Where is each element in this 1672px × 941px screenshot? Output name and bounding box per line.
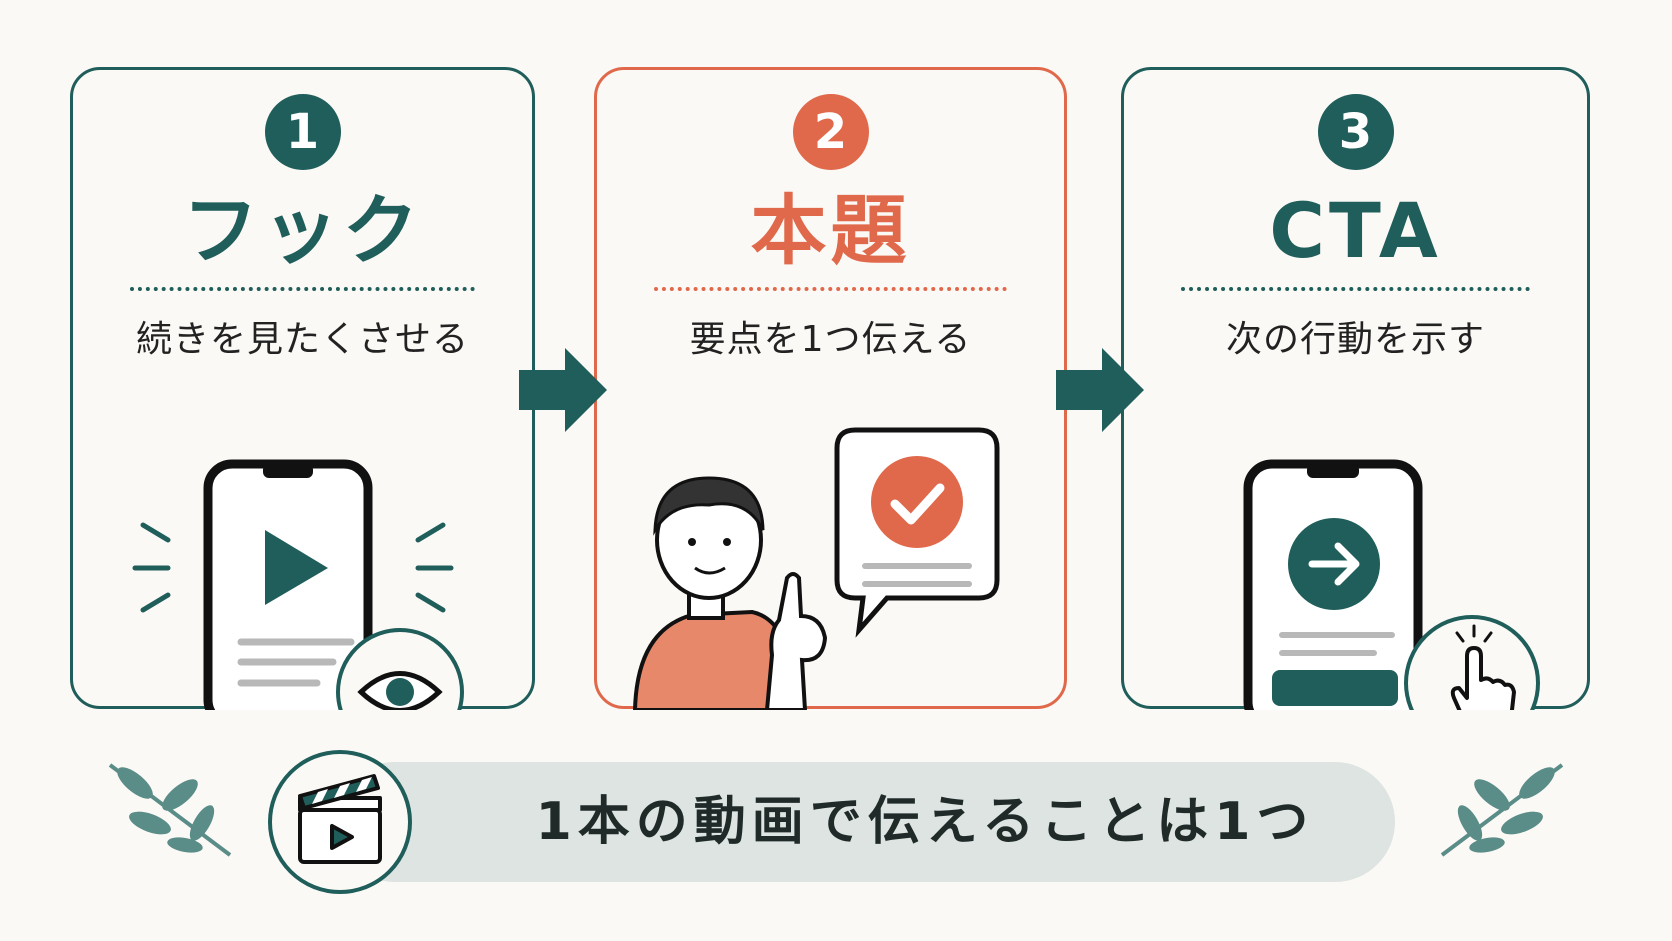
dotted-divider (1181, 287, 1530, 291)
step-card-main-topic: 2 本題 要点を1つ伝える (594, 67, 1067, 710)
cta-illustration (1243, 459, 1540, 710)
step-subtitle: 続きを見たくさせる (135, 319, 469, 360)
check-icon (871, 456, 963, 548)
key-message-banner: 1本の動画で伝えることは1つ (335, 762, 1395, 882)
dotted-divider (130, 287, 475, 291)
play-icon (265, 530, 328, 605)
step-title: 本題 (750, 186, 911, 275)
step-number-badge: 1 (264, 94, 341, 170)
person-pointing-icon (632, 476, 828, 710)
banner-text: 1本の動画で伝えることは1つ (535, 792, 1315, 852)
eye-icon (336, 628, 464, 710)
step-card-cta: 3 CTA 次の行動を示す (1121, 67, 1590, 710)
step-card-hook: 1 フック 続きを見たくさせる (70, 67, 535, 710)
arrow-right-icon (1288, 518, 1380, 610)
step-subtitle: 次の行動を示す (1225, 319, 1485, 360)
tap-hand-icon (1404, 615, 1540, 710)
leaf-branch-icon (108, 763, 232, 857)
step-number-badge: 2 (792, 94, 869, 170)
cta-bar (1272, 670, 1398, 706)
main-topic-illustration (632, 427, 1000, 710)
step-title: フック (182, 186, 423, 275)
dotted-divider (654, 287, 1007, 291)
hook-illustration (132, 459, 464, 710)
step-number-badge: 3 (1317, 94, 1394, 170)
attention-lines (132, 522, 454, 613)
step-subtitle: 要点を1つ伝える (689, 319, 972, 360)
flow-arrow-icon (519, 348, 607, 432)
step-title: CTA (1269, 186, 1442, 275)
leaf-branch-icon (1440, 763, 1564, 857)
clapperboard-icon (268, 750, 412, 894)
content-lines (237, 638, 355, 687)
content-lines (1279, 632, 1395, 656)
flow-arrow-icon (1056, 348, 1144, 432)
